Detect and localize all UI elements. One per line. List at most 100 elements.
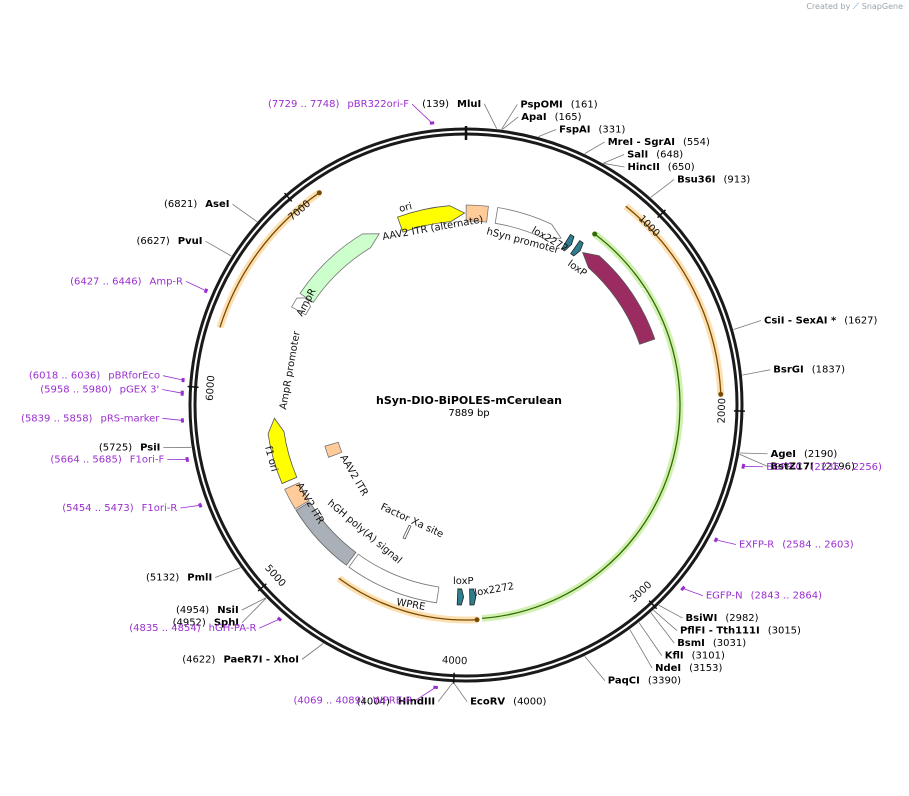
site-paqci[interactable]: PaqCI(3390) xyxy=(584,656,681,687)
orf-arrowhead xyxy=(316,190,322,196)
orf-layer xyxy=(216,189,725,624)
site-hincii[interactable]: HincII(650) xyxy=(603,162,695,173)
site-sphi[interactable]: (4952)SphI xyxy=(173,597,267,629)
site-bsiwi[interactable]: BsiWI(2982) xyxy=(658,604,759,624)
primer-name: pRS-marker xyxy=(100,413,160,424)
site-bstz17i[interactable]: BstZ17I(2196) xyxy=(739,453,855,472)
primer-prs-marker[interactable]: (5839 .. 5858)pRS-marker xyxy=(21,413,185,424)
site-leader xyxy=(733,320,762,330)
site-label: BstZ17I(2196) xyxy=(770,461,855,472)
site-leader xyxy=(742,369,771,376)
primer-name: EGFP-N xyxy=(706,591,743,602)
primer-range: (2235 .. 2256) xyxy=(811,462,883,473)
site-csii-sexai[interactable]: CsiI - SexAI *(1627) xyxy=(733,316,878,330)
site-asei[interactable]: (6821) AseI xyxy=(164,199,258,222)
feature-ori[interactable] xyxy=(396,205,466,233)
primer-leader xyxy=(715,539,737,545)
site-fspai[interactable]: FspAI(331) xyxy=(538,124,625,137)
feature-hgh-poly-a-signal[interactable] xyxy=(295,501,357,566)
feature-label-lox2272-bottom: lox2272 xyxy=(474,581,515,599)
primer-wpre-r[interactable]: (4069 .. 4089)WPRE-R xyxy=(293,685,439,706)
primer-name: Amp-R xyxy=(149,276,183,287)
feature-lox2272[interactable] xyxy=(469,588,477,606)
feature-layer xyxy=(267,204,656,606)
primer-pgex-3[interactable]: (5958 .. 5980)pGEX 3' xyxy=(40,385,184,396)
site-mrei-sgrai[interactable]: MreI - SgrAI(554) xyxy=(584,137,710,154)
tick-label: 4000 xyxy=(442,655,468,667)
site-ndei[interactable]: NdeI(3153) xyxy=(629,629,723,675)
feature-label-loxp-top: loxP xyxy=(565,258,588,279)
feature-factor-xa-site[interactable] xyxy=(402,524,412,540)
orf-halo xyxy=(481,231,684,622)
feature-chrimson[interactable] xyxy=(582,251,656,345)
primer-leader xyxy=(180,504,201,509)
site-label: KflI (3101) xyxy=(665,651,725,662)
feature-loxp[interactable] xyxy=(570,239,584,257)
primer-label: (6018 .. 6036)pBRforEco xyxy=(29,371,160,382)
site-pmli[interactable]: (5132)PmlI xyxy=(146,567,241,584)
site-position: (6821) xyxy=(164,199,197,210)
credit-prefix: Created by xyxy=(806,2,851,11)
feature-wpre[interactable] xyxy=(348,553,440,604)
site-enzyme: BsrGI xyxy=(773,365,803,376)
site-kfli[interactable]: KflI (3101) xyxy=(638,622,725,662)
feature-aav2-itr-alternate[interactable] xyxy=(465,204,489,223)
site-position: (554) xyxy=(683,137,710,148)
primer-egfp-c[interactable]: EGFP-C(2235 .. 2256) xyxy=(741,462,883,473)
site-enzyme: PspOMI xyxy=(520,99,562,110)
site-mlui[interactable]: (139)MluI xyxy=(422,99,498,129)
site-enzyme: PaeR7I - XhoI xyxy=(223,654,299,665)
site-position: (3390) xyxy=(648,676,681,687)
site-position: (648) xyxy=(656,149,683,160)
feature-hsyn-promoter[interactable] xyxy=(494,207,562,240)
site-pflfi-tth111i[interactable]: PflFI - Tth111I(3015) xyxy=(653,609,802,637)
site-sali[interactable]: SalI(648) xyxy=(603,149,683,164)
primer-arc xyxy=(276,616,283,622)
feature-aav2-itr[interactable] xyxy=(284,482,310,510)
primer-f1ori-r[interactable]: (5454 .. 5473)F1ori-R xyxy=(62,502,203,514)
site-enzyme: ApaI xyxy=(521,112,546,123)
site-pspomi[interactable]: PspOMI(161) xyxy=(501,99,598,130)
primer-amp-r[interactable]: (6427 .. 6446)Amp-R xyxy=(70,276,209,294)
feature-f1-ori[interactable] xyxy=(267,417,298,485)
feature-ampr-promoter[interactable] xyxy=(291,297,311,316)
site-bsrgi[interactable]: BsrGI(1837) xyxy=(742,365,845,376)
site-enzyme: AseI xyxy=(205,199,229,210)
primer-leader xyxy=(415,687,436,701)
site-apai[interactable]: ApaI(165) xyxy=(502,112,582,130)
primer-pbr322ori-f[interactable]: (7729 .. 7748)pBR322ori-F xyxy=(268,99,435,125)
primer-label: (5958 .. 5980)pGEX 3' xyxy=(40,385,159,396)
site-position: (3153) xyxy=(689,663,722,674)
site-ecorv[interactable]: EcoRV(4000) xyxy=(453,682,547,708)
primer-exfp-r[interactable]: EXFP-R(2584 .. 2603) xyxy=(713,537,854,550)
site-paer7i-xhoi[interactable]: (4622)PaeR7I - XhoI xyxy=(182,643,324,666)
primer-egfp-n[interactable]: EGFP-N(2843 .. 2864) xyxy=(680,585,822,602)
site-enzyme: KflI xyxy=(665,651,684,662)
primer-label: EXFP-R(2584 .. 2603) xyxy=(739,539,854,550)
site-bsmi[interactable]: BsmI(3031) xyxy=(650,612,746,649)
site-nsii[interactable]: (4954)NsiI xyxy=(176,597,266,616)
site-agei[interactable]: AgeI(2190) xyxy=(739,449,838,460)
site-pvui[interactable]: (6627)PvuI xyxy=(137,236,232,257)
orf-arc xyxy=(338,577,478,621)
site-leader xyxy=(538,129,557,137)
site-psii[interactable]: (5725)PsiI xyxy=(99,443,192,454)
feature-loxp[interactable] xyxy=(456,588,465,606)
feature-aav2-itr[interactable] xyxy=(324,441,343,458)
primer-f1ori-f[interactable]: (5664 .. 5685)F1ori-F xyxy=(50,455,190,466)
site-enzyme: PflFI - Tth111I xyxy=(680,626,760,637)
primer-pbrforeco[interactable]: (6018 .. 6036)pBRforEco xyxy=(29,371,185,383)
site-position: (3101) xyxy=(692,651,725,662)
feature-lox2272[interactable] xyxy=(561,233,575,251)
primer-hgh-pa-r[interactable]: (4835 .. 4854)hGH-PA-R xyxy=(129,616,283,634)
primer-leader xyxy=(185,280,207,292)
site-leader xyxy=(241,597,267,623)
primer-name: WPRE-R xyxy=(373,695,413,706)
site-hindiii[interactable]: (4004)HindIII xyxy=(357,682,454,708)
primer-leader xyxy=(411,103,433,124)
feature-ampr[interactable] xyxy=(299,233,380,303)
primer-name: pBRforEco xyxy=(108,371,160,382)
primer-range: (4835 .. 4854) xyxy=(129,623,201,634)
site-bsu36i[interactable]: Bsu36I(913) xyxy=(650,174,751,198)
